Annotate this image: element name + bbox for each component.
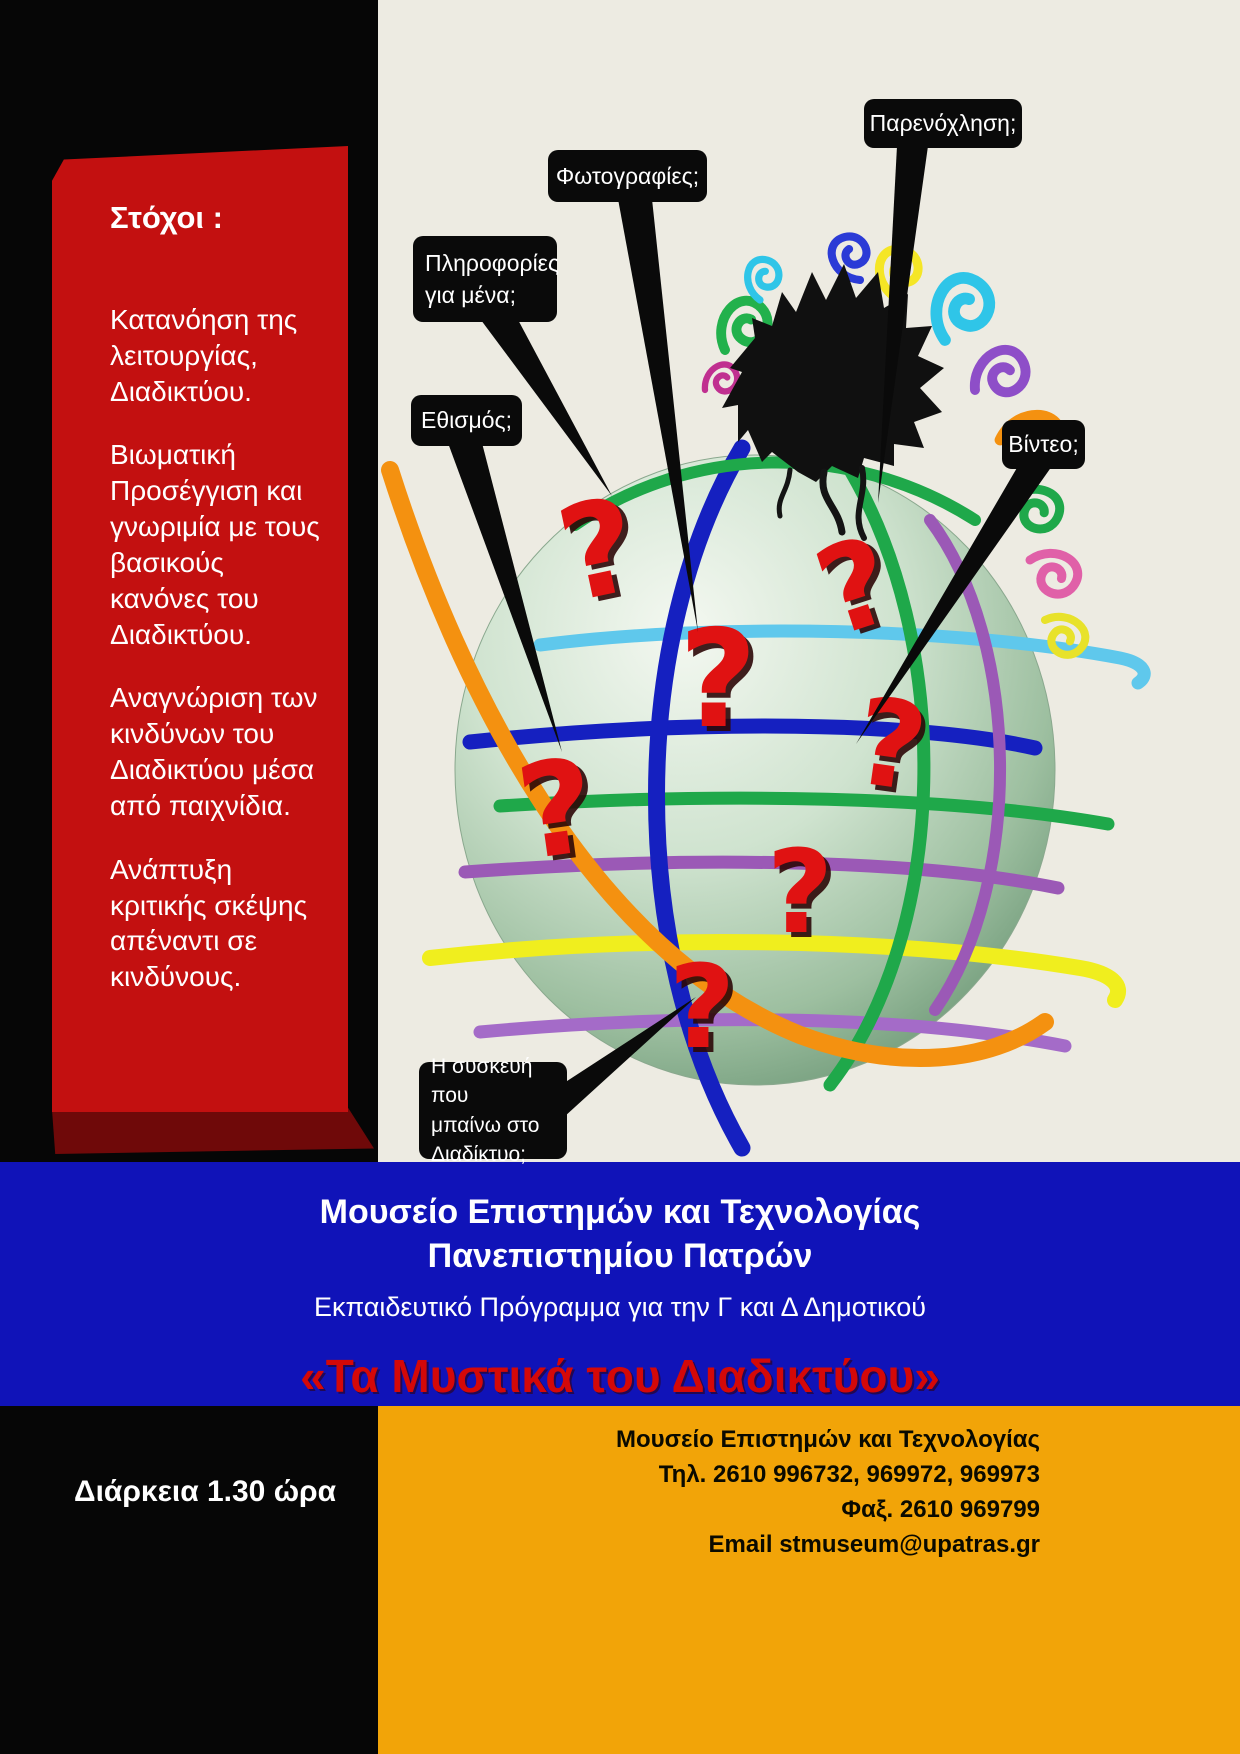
- callout-addiction: Εθισμός;: [411, 395, 522, 446]
- callout-tails: [448, 146, 1052, 1117]
- callout-text: Φωτογραφίες;: [555, 162, 700, 189]
- program-title: «Τα Μυστικά του Διαδικτύου»: [300, 1350, 940, 1403]
- contact-fax: Φαξ. 2610 969799: [841, 1496, 1040, 1524]
- museum-title-line1: Μουσείο Επιστημών και Τεχνολογίας: [319, 1193, 921, 1231]
- goals-title: Στόχοι :: [110, 200, 223, 235]
- callout-photos: Φωτογραφίες;: [548, 150, 707, 202]
- callout-text: Παρενόχληση;: [869, 110, 1017, 137]
- question-mark: ?: [767, 826, 834, 960]
- callout-harassment: Παρενόχληση;: [864, 99, 1022, 148]
- callout-personal-info: Πληροφορίες για μένα;: [413, 236, 560, 322]
- callout-video: Βίντεο;: [1002, 420, 1085, 469]
- callout-text: Η συσκευή που: [431, 1054, 533, 1108]
- question-mark: ?: [669, 941, 736, 1075]
- contact-phone: Τηλ. 2610 996732, 969972, 969973: [658, 1461, 1040, 1489]
- contact-panel: Μουσείο Επιστημών και Τεχνολογίας Τηλ. 2…: [378, 1406, 1240, 1754]
- callout-text: Εθισμός;: [421, 407, 512, 434]
- program-subtitle: Εκπαιδευτικό Πρόγραμμα για την Γ και Δ Δ…: [314, 1292, 926, 1323]
- question-mark: ?: [674, 946, 741, 1080]
- callout-text: μπαίνω στο: [431, 1113, 540, 1137]
- goal-item: Αναγνώριση των κινδύνων του Διαδικτύου μ…: [110, 682, 318, 821]
- museum-title-line2: Πανεπιστημίου Πατρών: [427, 1237, 813, 1276]
- question-mark: ?: [684, 606, 762, 763]
- globe-ribbons: [381, 439, 1151, 1157]
- goal-item: Κατανόηση της λειτουργίας, Διαδικτύου.: [110, 304, 298, 407]
- museum-band: Μουσείο Επιστημών και Τεχνολογίας Πανεπι…: [0, 1162, 1240, 1406]
- question-mark: ?: [772, 831, 839, 965]
- contact-email: Email stmuseum@upatras.gr: [708, 1531, 1041, 1559]
- goals-panel: Στόχοι : Κατανόηση της λειτουργίας, Διαδ…: [52, 146, 348, 1112]
- callout-device: Η συσκευή που μπαίνω στο Διαδίκτυο;: [419, 1055, 567, 1166]
- callout-text: για μένα;: [425, 282, 516, 308]
- callout-text: Διαδίκτυο;: [431, 1142, 526, 1166]
- goal-item: Ανάπτυξη κριτικής σκέψης απέναντι σε κιν…: [110, 853, 308, 993]
- callout-text: Πληροφορίες: [425, 249, 560, 276]
- contact-museum-name: Μουσείο Επιστημών και Τεχνολογίας: [616, 1426, 1040, 1453]
- question-mark: ?: [679, 601, 757, 758]
- callout-text: Βίντεο;: [1008, 431, 1079, 458]
- goals-ribbon-shadow: [52, 1108, 374, 1154]
- duration-text: Διάρκεια 1.30 ώρα: [74, 1475, 337, 1508]
- goal-item: Βιωματική Προσέγγιση και γνωριμία με του…: [110, 439, 320, 650]
